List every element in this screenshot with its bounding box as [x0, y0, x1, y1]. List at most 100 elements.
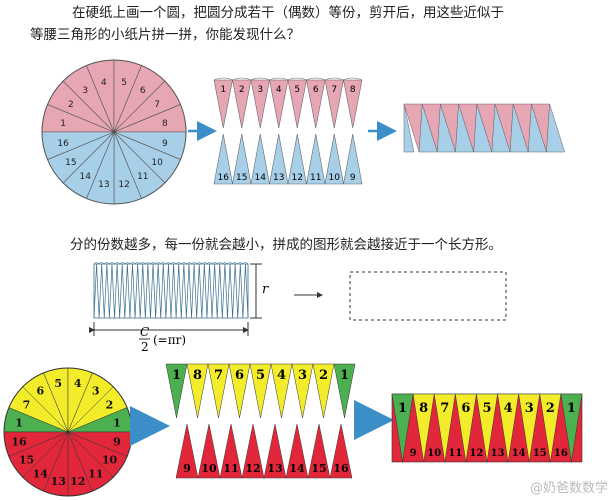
equals-pi-r: (=πr): [153, 333, 186, 347]
sector-arc: [306, 77, 326, 81]
final-top-number: 5: [482, 401, 491, 416]
wheel-number: 10: [102, 454, 118, 467]
zigzag-arc: [227, 262, 233, 265]
strip-bottom-number: 9: [350, 173, 356, 183]
final-top-number: 2: [546, 401, 555, 416]
strip-bottom-number: 10: [329, 173, 341, 183]
blue-sector-piece: [269, 133, 289, 185]
pink-sector-piece: [232, 79, 252, 129]
conclusion-text: 分的份数越多，每一份就会越小，拼成的图形就会越接近于一个长方形。: [70, 237, 502, 253]
final-bottom-number: 10: [427, 448, 441, 459]
zigzag-arc: [145, 262, 151, 265]
zigzag-arc: [165, 262, 172, 265]
wheel-number: 11: [88, 468, 103, 481]
sector-number: 2: [68, 100, 74, 110]
red-piece: [241, 423, 265, 479]
sector-number: 13: [98, 180, 109, 190]
yellow-piece-number: 4: [277, 368, 286, 383]
sector-number: 11: [137, 172, 148, 182]
pink-sector-piece: [306, 79, 326, 129]
yellow-piece-number: 1: [172, 368, 181, 383]
final-top-number: 8: [419, 401, 428, 416]
zigzag-arc: [196, 262, 203, 265]
zigzag-arc: [114, 262, 120, 265]
blue-sector-piece: [250, 133, 270, 185]
blue-piece: [546, 103, 566, 153]
zigzag-arc: [222, 262, 228, 265]
sector-number: 10: [151, 158, 163, 168]
red-piece-number: 16: [333, 462, 349, 475]
red-piece: [285, 423, 309, 479]
strip-bottom-number: 12: [292, 173, 303, 183]
zigzag-arc: [93, 262, 100, 265]
final-top-number: 1: [398, 401, 407, 416]
watermark: @奶爸数数学: [529, 481, 608, 496]
yellow-piece: [165, 363, 188, 419]
circle-outline: [41, 59, 187, 205]
yellow-piece: [476, 393, 498, 463]
sector-number: 9: [162, 139, 168, 149]
zigzag-arc: [134, 262, 141, 265]
zigzag-arc: [150, 262, 156, 265]
yellow-piece: [433, 393, 456, 463]
wheel-number: 7: [23, 398, 31, 411]
strip-top-number: 8: [350, 85, 356, 95]
sector-number: 12: [118, 180, 129, 190]
zigzag-arc: [201, 262, 208, 265]
wheel-number: 15: [19, 454, 34, 467]
blue-sector-piece: [287, 133, 307, 185]
red-piece-number: 11: [223, 462, 238, 475]
yellow-piece: [391, 393, 414, 463]
zigzag-arc: [211, 262, 218, 265]
yellow-piece-number: 1: [340, 368, 349, 383]
zigzag-arc: [232, 262, 238, 265]
zigzag-arc: [191, 262, 197, 265]
zigzag-arc: [216, 262, 223, 265]
pink-sector-piece: [213, 79, 233, 129]
sector-arc: [343, 77, 363, 81]
red-piece-number: 10: [201, 462, 217, 475]
wheel-number: 1: [15, 416, 23, 429]
yellow-piece: [186, 363, 209, 419]
red-piece: [329, 423, 353, 479]
wheel-number: 16: [11, 436, 27, 449]
pink-sector-piece: [343, 79, 363, 129]
red-piece-number: 13: [267, 462, 282, 475]
yellow-piece: [333, 363, 356, 419]
wheel-number: 3: [92, 384, 100, 397]
blue-edge-piece: [403, 103, 415, 153]
red-piece: [197, 423, 221, 479]
sector-number: 5: [121, 78, 127, 88]
circumference-label: C: [140, 325, 149, 339]
wheel-number: 4: [74, 377, 82, 390]
red-piece-number: 15: [311, 462, 326, 475]
wheel-number: 2: [106, 398, 114, 411]
yellow-piece: [518, 393, 541, 463]
sector-number: 1: [60, 119, 66, 129]
zigzag-lines: [93, 263, 249, 319]
yellow-piece: [291, 363, 314, 419]
strip-bottom-number: 15: [236, 173, 247, 183]
yellow-piece-number: 5: [256, 368, 265, 383]
wheel-number: 9: [113, 436, 121, 449]
zigzag-arc: [139, 262, 146, 265]
strip-top-number: 5: [294, 85, 300, 95]
wheel-number: 6: [36, 384, 44, 397]
blue-sector-piece: [343, 133, 363, 185]
sector-number: 16: [57, 139, 69, 149]
zigzag-arc: [109, 262, 115, 265]
strip-top-number: 7: [331, 85, 337, 95]
yellow-piece: [207, 363, 230, 419]
intro-text-line1: 在硬纸上画一个圆，把圆分成若干（偶数）等份，剪开后，用这些近似于: [72, 5, 504, 21]
wheel-number: 13: [51, 475, 66, 488]
yellow-piece-number: 3: [298, 368, 307, 383]
fraction-denominator: 2: [141, 340, 149, 354]
zigzag-arc: [124, 262, 131, 265]
intro-text-line2: 等腰三角形的小纸片拼一拼，你能发现什么？: [30, 27, 300, 43]
sector-arc: [250, 77, 270, 81]
yellow-piece-number: 6: [235, 368, 244, 383]
zigzag-arc: [206, 262, 213, 265]
wheel-number: 12: [70, 475, 85, 488]
